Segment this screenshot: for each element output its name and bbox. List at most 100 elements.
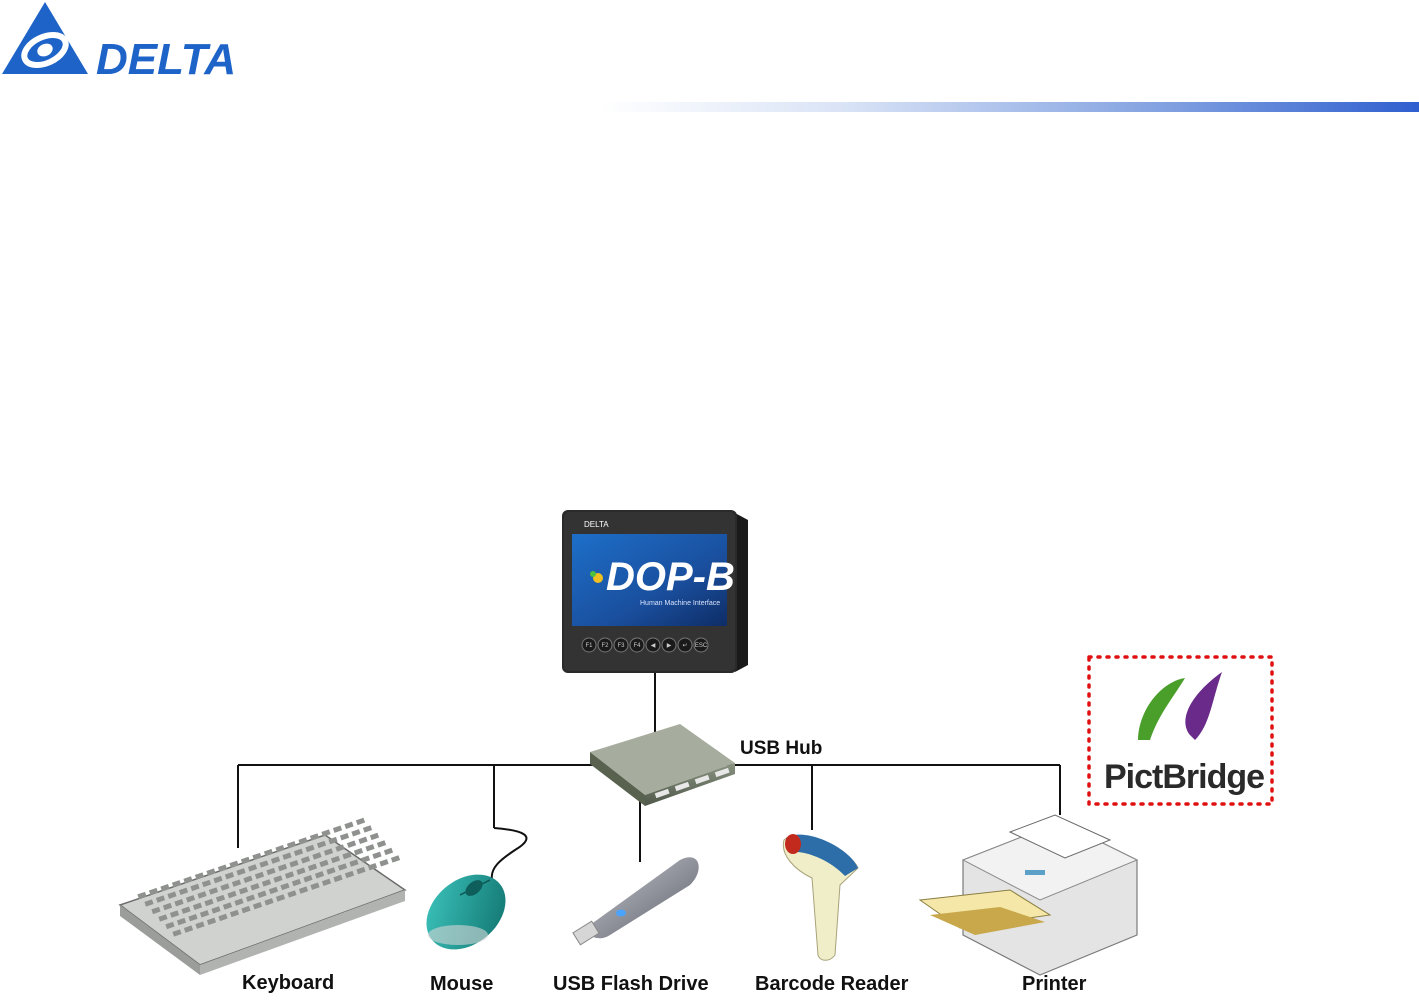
usb-hub [590, 724, 735, 806]
header-gradient-bar [600, 102, 1419, 112]
pictbridge-box: PictBridge [1087, 655, 1274, 806]
hmi-key-label: F2 [601, 643, 609, 649]
hmi-subtitle: Human Machine Interface [640, 600, 720, 607]
keyboard-key [353, 848, 364, 856]
keyboard-key [355, 817, 366, 826]
keyboard-key [344, 870, 355, 879]
keyboard-key [367, 863, 378, 871]
keyboard-key [158, 914, 168, 922]
keyboard-key [169, 910, 180, 918]
keyboard-key [321, 829, 331, 837]
keyboard-key [379, 859, 389, 867]
keyboard-key [234, 898, 244, 906]
keyboard-key [181, 906, 191, 914]
keyboard-key [268, 886, 279, 895]
keyboard-key [231, 879, 242, 887]
printer-label: Printer [1022, 973, 1087, 995]
connection-lines [237, 672, 1061, 862]
keyboard-key [296, 867, 306, 875]
keyboard-key [282, 852, 292, 860]
mouse-device [426, 827, 528, 950]
keyboard-key [213, 875, 223, 884]
keyboard-key [349, 859, 359, 867]
keyboard-key [183, 925, 194, 933]
keyboard-key [259, 860, 269, 868]
keyboard-key [236, 868, 246, 876]
usb-hub-label: USB Hub [740, 738, 822, 759]
keyboard-key [197, 891, 207, 899]
keyboard-key [362, 825, 373, 833]
keyboard-key [151, 906, 161, 915]
keyboard-key [319, 859, 329, 868]
keyboard-key [316, 840, 327, 849]
keyboard-key [323, 848, 334, 856]
keyboard-key [298, 886, 309, 894]
keyboard-key [199, 910, 210, 918]
keyboard-key [289, 860, 299, 868]
keyboard-key [195, 921, 205, 929]
keyboard-key [286, 841, 297, 849]
keyboard-key [275, 894, 286, 902]
keyboard-key [270, 856, 281, 864]
keyboard-key [372, 851, 382, 859]
keyboard-key [137, 891, 147, 900]
keyboard-key [162, 902, 173, 911]
keyboard-key [218, 913, 228, 922]
keyboard-key [298, 837, 308, 845]
keyboard-key [309, 833, 320, 841]
keyboard-key [280, 882, 290, 891]
barcode-reader-device [782, 834, 859, 961]
keyboard-key [165, 921, 175, 930]
hmi-key-label: F3 [617, 643, 625, 649]
keyboard-key [261, 879, 272, 887]
keyboard-key [188, 914, 198, 922]
barcode-reader-label: Barcode Reader [755, 973, 909, 995]
keyboard-key [383, 847, 394, 856]
keyboard-key [287, 890, 297, 898]
keyboard-key [376, 840, 387, 848]
hmi-key [629, 637, 645, 653]
delta-wordmark: DELTA [96, 35, 236, 80]
delta-logo: DELTA [2, 2, 236, 80]
keyboard-key [190, 883, 200, 892]
keyboard-key [220, 883, 230, 891]
keyboard-key [254, 871, 265, 880]
keyboard-key [240, 856, 251, 865]
keyboard-key [176, 917, 187, 926]
keyboard-key [215, 894, 226, 903]
keyboard-label: Keyboard [242, 972, 334, 994]
keyboard-key [264, 898, 274, 906]
keyboard-key [257, 890, 267, 898]
keyboard-key [183, 876, 193, 884]
keyboard-key [305, 844, 315, 853]
hmi-key [597, 637, 613, 653]
keyboard-key [204, 898, 214, 907]
keyboard-key [344, 821, 354, 829]
keyboard-key [293, 848, 304, 856]
keyboard-key [360, 855, 371, 863]
keyboard-key [229, 860, 239, 868]
hmi-key [677, 637, 693, 653]
keyboard-key [328, 836, 338, 845]
keyboard-key [174, 899, 184, 907]
keyboard-device [118, 817, 407, 975]
usb-flash-drive-device [572, 857, 699, 946]
keyboard-key [178, 887, 189, 895]
hmi-key [645, 637, 661, 653]
keyboard-key [201, 879, 212, 888]
hmi-key-label: ESC [695, 643, 708, 649]
hmi-key-label: ◀ [651, 643, 656, 649]
keyboard-key [217, 864, 228, 872]
keyboard-key [266, 867, 276, 876]
keyboard-key [144, 899, 154, 907]
keyboard-key [192, 902, 203, 910]
keyboard-key [312, 852, 322, 860]
hmi-key [693, 637, 709, 653]
keyboard-key [303, 875, 313, 883]
keyboard-key [229, 909, 240, 918]
keyboard-key [224, 872, 235, 880]
keyboard-key [358, 836, 368, 844]
hmi-model-title: DOP-B [606, 555, 735, 599]
keyboard-key [208, 887, 219, 895]
